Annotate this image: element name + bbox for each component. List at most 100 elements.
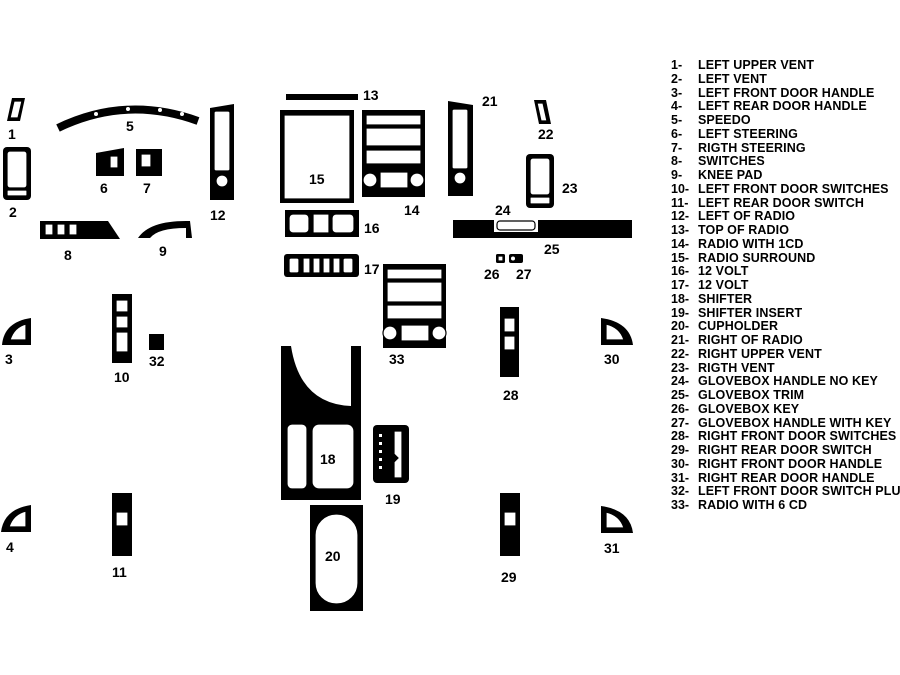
piece-2-left-vent xyxy=(3,147,31,200)
legend-part-name: RIGHT OF RADIO xyxy=(698,333,803,347)
legend-part-name: RIGHT REAR DOOR SWITCH xyxy=(698,443,872,457)
legend-item: 15-RADIO SURROUND xyxy=(671,250,900,266)
legend-number: 3- xyxy=(671,85,683,100)
legend-number: 7- xyxy=(671,140,683,155)
legend-item: 25- GLOVEBOX TRIM xyxy=(671,388,900,403)
piece-27-glovebox-handle-with-key xyxy=(509,254,523,263)
legend-item: 5- SPEEDO xyxy=(671,113,900,128)
callout-4: 4 xyxy=(6,539,14,555)
legend-part-name: SPEEDO xyxy=(698,113,751,127)
callout-25: 25 xyxy=(544,241,560,257)
legend-number: 17- xyxy=(671,278,690,292)
legend-part-name: RIGHT REAR DOOR HANDLE xyxy=(698,470,875,485)
piece-4-left-rear-door-handle xyxy=(1,505,31,532)
legend-number: 30- xyxy=(671,456,690,471)
piece-30-right-front-door-handle xyxy=(601,318,633,345)
legend-part-name: LEFT UPPER VENT xyxy=(698,58,815,72)
legend-part-name: GLOVEBOX HANDLE WITH KEY xyxy=(698,415,892,430)
legend-item: 1- LEFT UPPER VENT xyxy=(671,58,900,73)
legend-number: 23- xyxy=(671,360,690,375)
legend-number: 16- xyxy=(671,264,690,279)
legend-item: 21- RIGHT OF RADIO xyxy=(671,333,900,348)
legend-part-name: GLOVEBOX TRIM xyxy=(698,388,805,402)
legend-part-name: LEFT FRONT DOOR SWITCHES xyxy=(698,181,889,196)
callout-30: 30 xyxy=(604,351,620,367)
piece-25-glovebox-trim xyxy=(453,220,632,238)
legend-number: 28- xyxy=(671,429,690,444)
callout-9: 9 xyxy=(159,243,167,259)
callout-28: 28 xyxy=(503,387,519,403)
piece-33-radio-with-6-cd xyxy=(382,264,447,348)
legend-item: 31-RIGHT REAR DOOR HANDLE xyxy=(671,470,900,486)
legend-item: 6- LEFT STEERING xyxy=(671,126,900,142)
callout-22: 22 xyxy=(538,126,554,142)
parts-legend: 1- LEFT UPPER VENT 2- LEFT VENT 3- LEFT FRONT… xyxy=(671,58,900,513)
callout-12: 12 xyxy=(210,207,226,223)
piece-18-shifter xyxy=(281,346,361,500)
legend-number: 32- xyxy=(671,484,690,499)
legend-number: 29- xyxy=(671,443,690,457)
legend-number: 27- xyxy=(671,415,690,430)
callout-27: 27 xyxy=(516,266,532,282)
callout-17: 17 xyxy=(364,261,380,277)
piece-9-knee-pad xyxy=(138,220,192,238)
callout-3: 3 xyxy=(5,351,13,367)
legend-part-name: 12 VOLT xyxy=(698,278,749,292)
legend-item: 4- LEFT REAR DOOR HANDLE xyxy=(671,99,900,114)
piece-22-right-upper-vent xyxy=(534,100,551,124)
piece-7-right-steering xyxy=(136,149,162,176)
legend-number: 33- xyxy=(671,498,690,512)
legend-item: 30-RIGHT FRONT DOOR HANDLE xyxy=(671,456,900,472)
legend-number: 1- xyxy=(671,58,683,72)
piece-8-switches xyxy=(40,221,120,239)
legend-item: 19-SHIFTER INSERT xyxy=(671,306,900,321)
callout-15: 15 xyxy=(309,171,325,187)
legend-item: 13-TOP OF RADIO xyxy=(671,223,900,238)
legend-item: 20-CUPHOLDER xyxy=(671,319,900,334)
callout-33: 33 xyxy=(389,351,405,367)
legend-item: 33-RADIO WITH 6 CD xyxy=(671,498,900,513)
legend-item: 29- RIGHT REAR DOOR SWITCH xyxy=(671,443,900,458)
legend-number: 6- xyxy=(671,126,683,141)
legend-part-name: RIGTH VENT xyxy=(698,360,775,375)
legend-item: 28-RIGHT FRONT DOOR SWITCHES xyxy=(671,429,900,444)
legend-part-name: 12 VOLT xyxy=(698,264,749,279)
legend-part-name: LEFT VENT xyxy=(698,71,767,86)
legend-number: 21- xyxy=(671,333,690,347)
piece-14-radio-with-1cd xyxy=(362,110,425,197)
callout-13: 13 xyxy=(363,87,379,103)
legend-item: 23- RIGTH VENT xyxy=(671,360,900,376)
legend-part-name: CUPHOLDER xyxy=(698,319,779,334)
legend-part-name: SHIFTER xyxy=(698,291,753,306)
legend-part-name: KNEE PAD xyxy=(698,168,763,182)
legend-part-name: SWITCHES xyxy=(698,154,765,169)
callout-10: 10 xyxy=(114,369,130,385)
legend-item: 22-RIGHT UPPER VENT xyxy=(671,347,900,362)
callout-24: 24 xyxy=(495,202,511,218)
piece-5-speedo xyxy=(56,105,200,132)
callout-2: 2 xyxy=(9,204,17,220)
legend-part-name: GLOVEBOX KEY xyxy=(698,401,800,416)
legend-number: 2- xyxy=(671,71,683,86)
legend-part-name: RADIO SURROUND xyxy=(698,250,816,265)
legend-item: 7-RIGTH STEERING xyxy=(671,140,900,156)
callout-6: 6 xyxy=(100,180,108,196)
legend-number: 25- xyxy=(671,388,690,402)
legend-number: 5- xyxy=(671,113,683,127)
legend-part-name: LEFT REAR DOOR HANDLE xyxy=(698,99,867,114)
piece-17-12-volt xyxy=(284,254,359,277)
legend-number: 4- xyxy=(671,99,683,114)
piece-13-top-of-radio xyxy=(286,94,358,100)
legend-number: 14- xyxy=(671,236,690,251)
legend-number: 8- xyxy=(671,154,683,169)
piece-20-cupholder xyxy=(310,505,363,611)
callout-31: 31 xyxy=(604,540,620,556)
legend-part-name: LEFT STEERING xyxy=(698,126,798,141)
callout-1: 1 xyxy=(8,126,16,142)
callout-7: 7 xyxy=(143,180,151,196)
legend-number: 26- xyxy=(671,401,690,416)
legend-item: 17- 12 VOLT xyxy=(671,278,900,293)
legend-number: 11- xyxy=(671,195,689,210)
piece-12-left-of-radio xyxy=(210,104,234,200)
